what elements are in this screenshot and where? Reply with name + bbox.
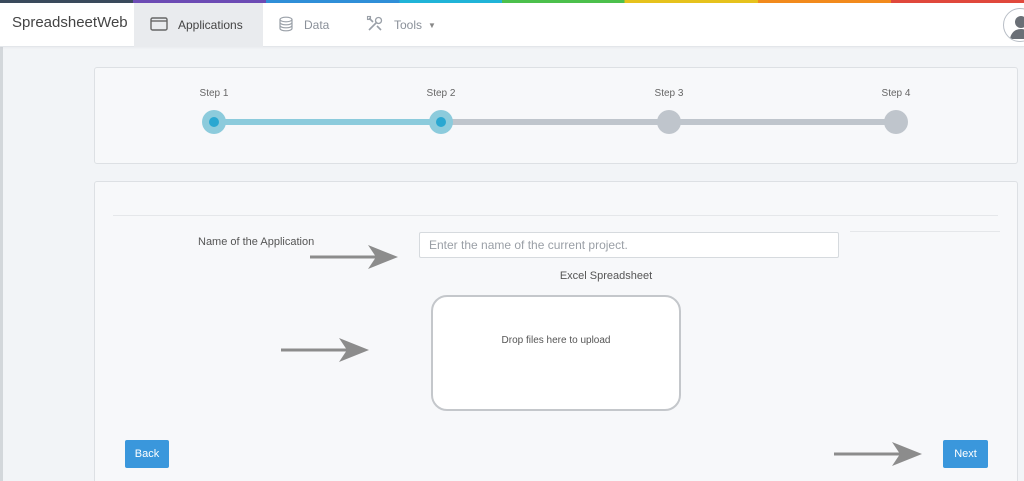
left-edge-line: [0, 47, 3, 481]
window-icon: [150, 16, 168, 34]
step-track-completed: [214, 119, 441, 125]
top-navbar: SpreadsheetWeb Applications Data Tools ▼: [0, 3, 1024, 47]
user-avatar[interactable]: [1003, 8, 1024, 42]
application-name-input[interactable]: [419, 232, 839, 258]
annotation-arrow-dropzone: [281, 338, 369, 362]
brand-name[interactable]: SpreadsheetWeb: [12, 14, 128, 31]
application-name-label: Name of the Application: [198, 236, 315, 248]
section-divider-right: [850, 231, 1000, 232]
database-icon: [278, 16, 294, 35]
brand-color-strip: [0, 0, 1024, 3]
section-divider: [113, 215, 998, 216]
step-1-dot[interactable]: [202, 110, 226, 134]
wizard-steps-panel: Step 1 Step 2 Step 3 Step 4: [94, 67, 1018, 164]
step-2-dot[interactable]: [429, 110, 453, 134]
nav-applications[interactable]: Applications: [134, 3, 263, 47]
user-icon: [1010, 16, 1024, 39]
back-button[interactable]: Back: [125, 440, 169, 468]
nav-data-label: Data: [304, 18, 330, 32]
annotation-arrow-name-field: [310, 245, 398, 269]
application-form-panel: Name of the Application Excel Spreadshee…: [94, 181, 1018, 481]
step-3-dot[interactable]: [657, 110, 681, 134]
step-3-label: Step 3: [654, 88, 684, 99]
next-button[interactable]: Next: [943, 440, 988, 468]
nav-data[interactable]: Data: [278, 3, 329, 47]
nav-tools-label: Tools: [394, 18, 423, 32]
chevron-down-icon: ▼: [428, 20, 436, 30]
tools-icon: [366, 15, 384, 36]
file-dropzone[interactable]: Drop files here to upload: [431, 295, 681, 411]
excel-upload-title: Excel Spreadsheet: [559, 270, 653, 282]
dropzone-text: Drop files here to upload: [501, 335, 611, 346]
nav-tools[interactable]: Tools ▼: [366, 3, 436, 47]
annotation-arrow-next: [834, 442, 922, 466]
step-1-label: Step 1: [199, 88, 229, 99]
step-2-label: Step 2: [426, 88, 456, 99]
step-4-dot[interactable]: [884, 110, 908, 134]
step-4-label: Step 4: [881, 88, 911, 99]
nav-applications-label: Applications: [178, 18, 243, 32]
